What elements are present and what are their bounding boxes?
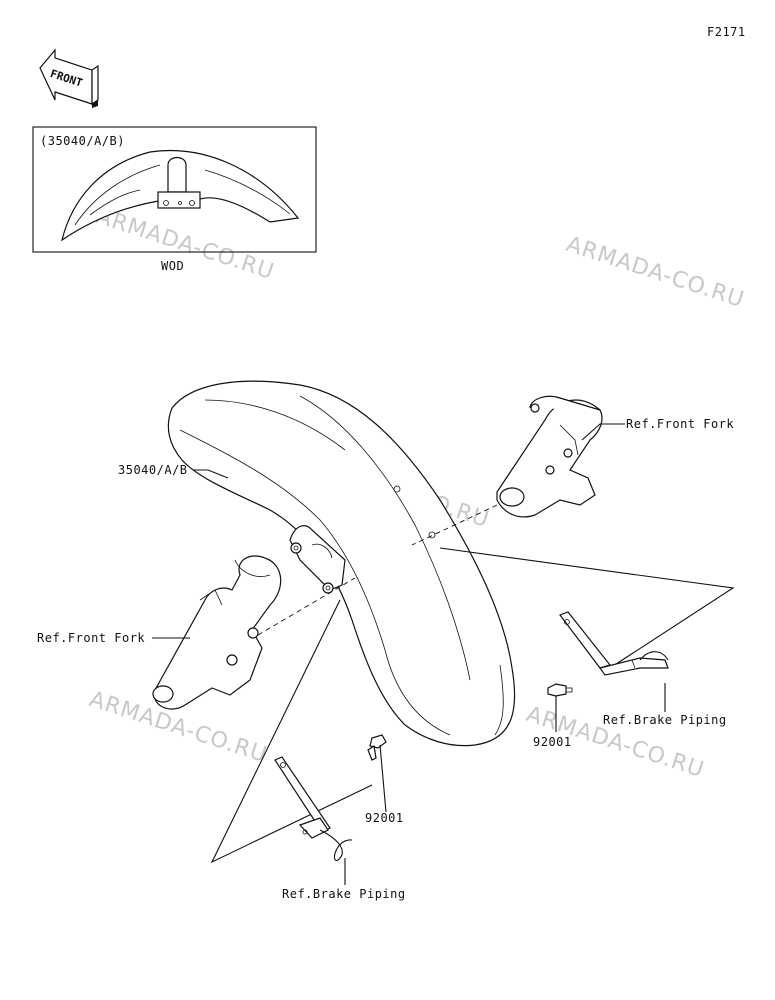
- figure-code: F2171: [707, 25, 746, 39]
- label-bolt-left: 92001: [365, 811, 404, 825]
- leader-lines: [152, 423, 666, 885]
- front-fork-right: [496, 395, 603, 518]
- watermark-2: ARMADA-CO.RU: [563, 232, 747, 313]
- inset-fender: [61, 150, 300, 242]
- inset-box: (35040/A/B) WOD: [32, 126, 317, 273]
- inset-variant-label: WOD: [161, 259, 184, 273]
- front-fender: [167, 380, 516, 747]
- brake-bracket-bottom: [274, 756, 353, 861]
- front-fork-left: [152, 555, 282, 710]
- label-front-fork-left: Ref.Front Fork: [37, 631, 145, 645]
- label-front-fork-right: Ref.Front Fork: [626, 417, 734, 431]
- front-arrow-icon: FRONT: [39, 48, 99, 108]
- label-brake-piping-bottom: Ref.Brake Piping: [282, 887, 406, 901]
- inset-part-label: (35040/A/B): [40, 134, 125, 148]
- label-bolt-right: 92001: [533, 735, 572, 749]
- brake-bracket-right: [559, 611, 669, 676]
- label-fender: 35040/A/B: [118, 463, 188, 477]
- label-brake-piping-right: Ref.Brake Piping: [603, 713, 727, 727]
- assembly-lines: [257, 504, 498, 636]
- bolt-92001-right: [547, 683, 573, 732]
- bolt-92001-left: [367, 734, 387, 813]
- watermark-1: ARMADA-CO.RU: [93, 204, 277, 285]
